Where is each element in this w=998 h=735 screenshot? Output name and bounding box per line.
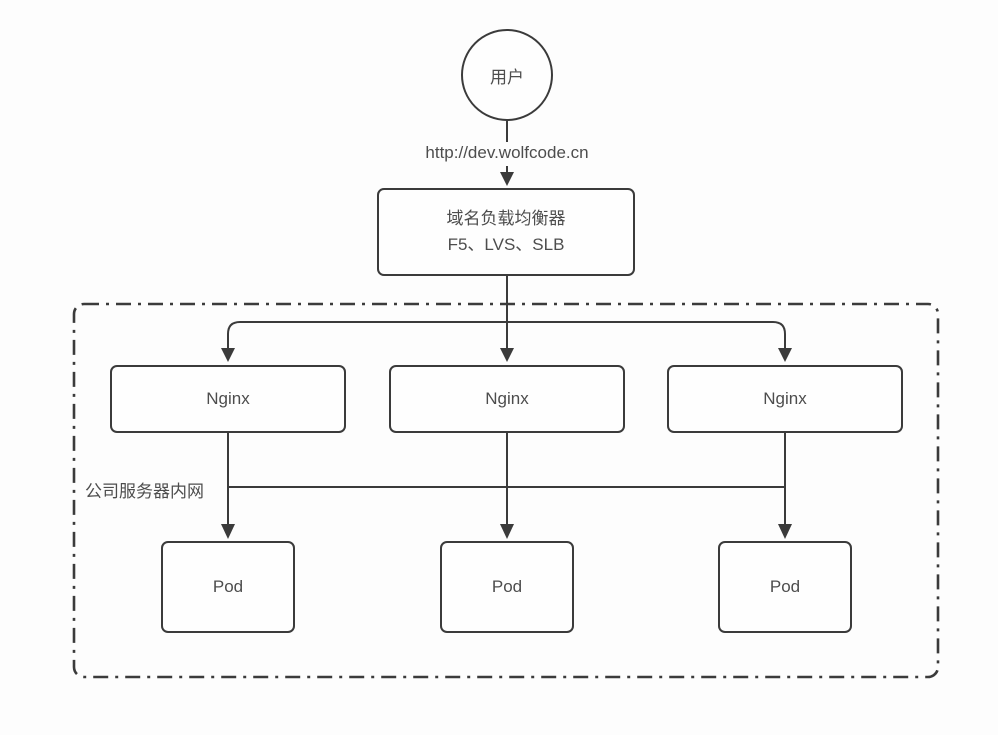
url-label: http://dev.wolfcode.cn	[425, 143, 589, 162]
nginx-node-middle: Nginx	[389, 365, 625, 433]
user-node: 用户	[461, 29, 553, 121]
pod-node-label: Pod	[212, 577, 244, 596]
load-balancer-title: 域名负载均衡器	[446, 208, 566, 228]
arrowhead-into-pod-right	[778, 524, 792, 539]
nginx-node-label: Nginx	[206, 389, 250, 408]
nginx-node-left: Nginx	[110, 365, 346, 433]
user-node-label: 用户	[490, 67, 524, 87]
connector-lb-branch	[227, 321, 786, 349]
nginx-node-right: Nginx	[667, 365, 903, 433]
nginx-node-label: Nginx	[485, 389, 529, 408]
pod-node-left: Pod	[161, 541, 295, 633]
arrowhead-into-nginx-left	[221, 348, 235, 362]
pod-node-right: Pod	[718, 541, 852, 633]
intranet-label: 公司服务器内网	[85, 482, 204, 501]
arrowhead-into-nginx-right	[778, 348, 792, 362]
pod-node-label: Pod	[769, 577, 801, 596]
arrowhead-into-lb	[500, 172, 514, 186]
arrowhead-into-pod-left	[221, 524, 235, 539]
load-balancer-examples: F5、LVS、SLB	[447, 235, 565, 254]
load-balancer-node: 域名负载均衡器 F5、LVS、SLB	[377, 188, 635, 276]
pod-node-label: Pod	[491, 577, 523, 596]
pod-node-middle: Pod	[440, 541, 574, 633]
nginx-node-label: Nginx	[763, 389, 807, 408]
arrowhead-into-nginx-middle	[500, 348, 514, 362]
arrowhead-into-pod-middle	[500, 524, 514, 539]
